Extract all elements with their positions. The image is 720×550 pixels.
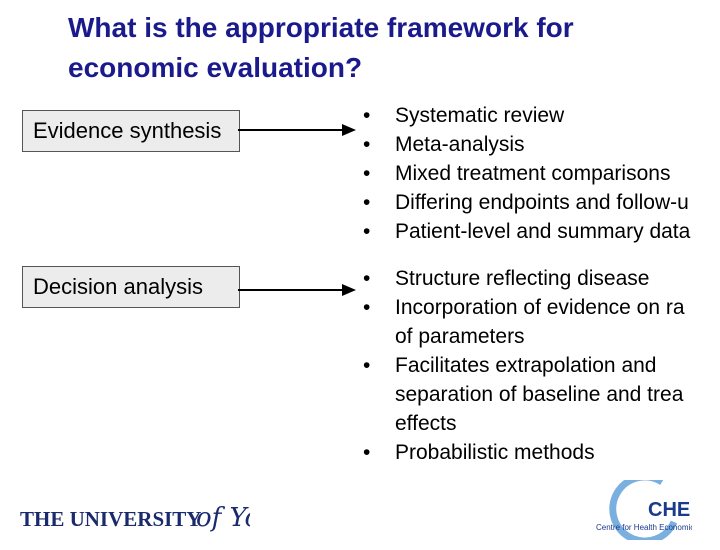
- decision-analysis-list: •Structure reflecting disease •Incorpora…: [363, 264, 720, 467]
- york-logo-icon: THE UNIVERSITY of York: [20, 503, 288, 533]
- list-item: •Patient-level and summary data: [363, 220, 691, 243]
- list-item-continuation: effects: [395, 412, 457, 435]
- list-item: •Incorporation of evidence on ra: [363, 296, 685, 319]
- list-item: •Mixed treatment comparisons: [363, 162, 671, 185]
- list-item: •Facilitates extrapolation and: [363, 354, 657, 377]
- university-of-york-logo: THE UNIVERSITY of York: [20, 496, 288, 550]
- decision-analysis-box: Decision analysis: [22, 266, 240, 308]
- svg-text:CHE: CHE: [648, 499, 690, 521]
- evidence-synthesis-box: Evidence synthesis: [22, 110, 240, 152]
- svg-text:of York: of York: [196, 503, 250, 533]
- list-item: •Structure reflecting disease: [363, 267, 650, 290]
- list-item: •Systematic review: [363, 104, 565, 127]
- list-item-continuation: separation of baseline and trea: [395, 383, 684, 406]
- svg-text:THE UNIVERSITY: THE UNIVERSITY: [20, 507, 201, 531]
- list-item: •Differing endpoints and follow-u: [363, 191, 689, 214]
- arrow-icon: [238, 284, 356, 296]
- list-item: •Meta-analysis: [363, 133, 525, 156]
- svg-text:Centre for Health Economics: Centre for Health Economics: [596, 523, 692, 532]
- slide-title: What is the appropriate framework for ec…: [68, 12, 574, 83]
- che-logo-icon: CHE Centre for Health Economics: [596, 480, 692, 540]
- list-item-continuation: of parameters: [395, 325, 525, 348]
- evidence-synthesis-list: •Systematic review •Meta-analysis •Mixed…: [363, 101, 720, 246]
- list-item: •Probabilistic methods: [363, 441, 595, 464]
- arrow-icon: [238, 124, 356, 136]
